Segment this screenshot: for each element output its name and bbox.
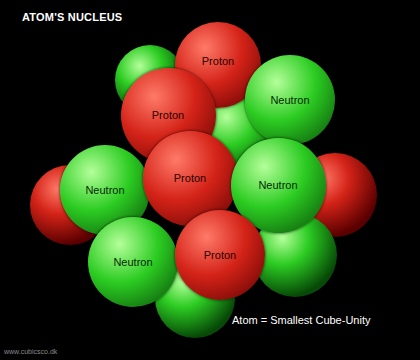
particle-label: Neutron [258, 179, 297, 191]
particle-label: Proton [174, 172, 206, 184]
particle-label: Neutron [85, 184, 124, 196]
particle-sphere: Neutron [245, 55, 335, 145]
particle-label: Proton [202, 55, 234, 67]
watermark: www.cubicsco.dk [4, 348, 57, 355]
caption: Atom = Smallest Cube-Unity [232, 314, 370, 326]
particle-sphere: Proton [175, 210, 265, 300]
diagram-title: ATOM'S NUCLEUS [22, 11, 122, 23]
particle-sphere: Neutron [88, 217, 178, 307]
particle-label: Neutron [270, 94, 309, 106]
particle-label: Neutron [113, 256, 152, 268]
particle-label: Proton [204, 249, 236, 261]
particle-label: Proton [152, 109, 184, 121]
